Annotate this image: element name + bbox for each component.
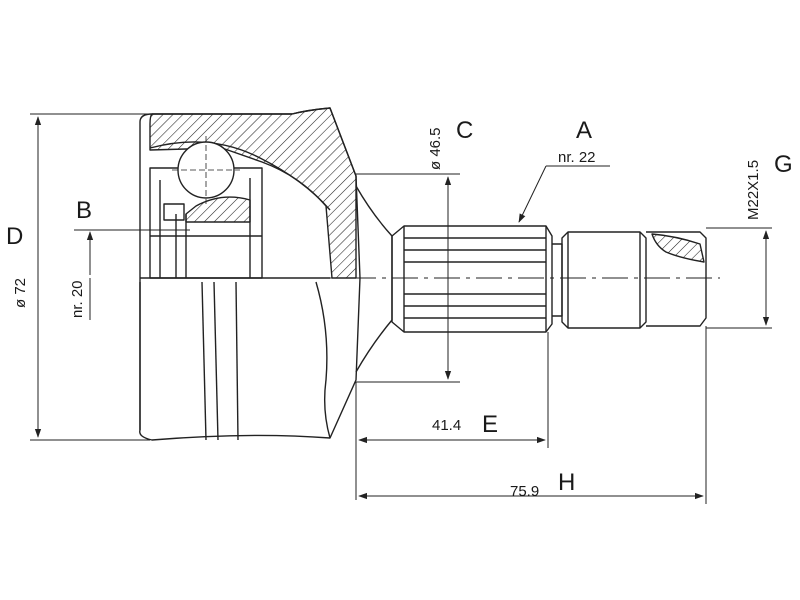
housing-lower-band-3 [213,281,219,441]
housing-lower-band-2 [201,281,207,441]
shaft-neck [552,243,563,317]
label-D-value: ø 72 [12,278,29,308]
thread-end-hatch [651,233,705,263]
label-H-value: 75.9 [510,483,539,500]
label-C: C [456,117,473,144]
housing-inner-curve [149,141,331,211]
spline-section [391,225,553,333]
label-G-value: M22X1.5 [745,160,762,220]
housing-lower-band-4 [235,281,239,441]
housing-lower-curve [315,281,331,439]
label-C-value: ø 46.5 [427,127,444,170]
cage-window [163,203,185,221]
label-A: A [576,117,592,144]
housing-section-hatch [149,107,357,279]
thread-end [646,231,707,327]
housing-neck [355,185,393,373]
dim-A-arrow [518,165,547,223]
label-D: D [6,223,23,250]
inner-race-hatch [185,196,251,223]
label-E: E [482,411,498,438]
label-A-value: nr. 22 [558,149,596,166]
label-B-value: nr. 20 [69,280,86,318]
label-H: H [558,469,575,496]
label-B: B [76,197,92,224]
thread-stub [561,231,647,329]
label-E-value: 41.4 [432,417,461,434]
label-G: G [774,151,793,178]
